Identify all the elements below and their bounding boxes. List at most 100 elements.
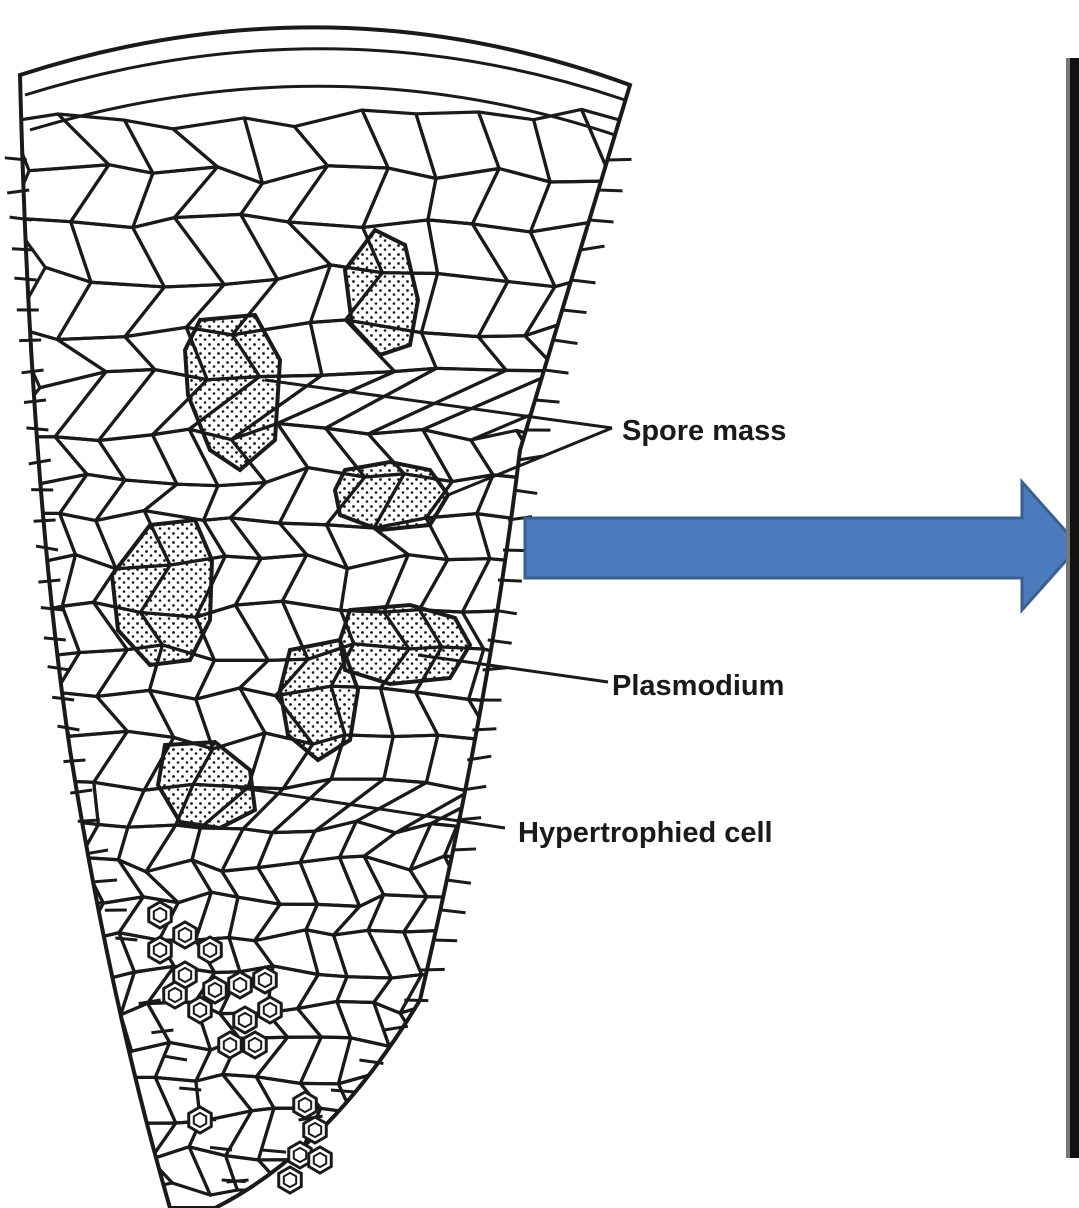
xylem-lumen (259, 973, 271, 987)
root-hair (513, 490, 537, 493)
root-hair (222, 1180, 246, 1182)
parenchyma-cell (553, 1047, 597, 1084)
parenchyma-cell (570, 473, 630, 521)
parenchyma-cell (508, 975, 572, 1014)
hypertrophied-cell-label: Hypertrophied cell (518, 817, 773, 849)
parenchyma-cell (485, 1148, 526, 1195)
parenchyma-cell (373, 1074, 417, 1120)
root-hair (472, 729, 496, 730)
xylem-lumen (154, 943, 166, 957)
root-hair (34, 520, 56, 521)
parenchyma-cell (582, 1117, 643, 1150)
parenchyma-cell (473, 1005, 537, 1048)
parenchyma-cell (399, 1113, 457, 1158)
parenchyma-cell (470, 859, 529, 907)
parenchyma-cell (7, 863, 56, 901)
xylem-lumen (264, 1003, 276, 1017)
parenchyma-cell (582, 858, 646, 908)
parenchyma-cell (589, 897, 645, 931)
parenchyma-cell (445, 1116, 497, 1156)
parenchyma-cell (553, 1081, 599, 1117)
root-section-outline (20, 27, 630, 1208)
parenchyma-cell (6, 1111, 63, 1148)
xylem-lumen (309, 1123, 321, 1137)
root-hair (498, 580, 522, 581)
parenchyma-cell (472, 896, 529, 936)
parenchyma-cell (12, 1039, 62, 1088)
right-panel-edge (1066, 58, 1079, 1158)
root-hair (590, 220, 614, 222)
parenchyma-cell (473, 976, 530, 1010)
root-hair (44, 638, 66, 640)
parenchyma-cell (510, 930, 571, 978)
plasmodium-cell (340, 605, 470, 684)
parenchyma-cell (49, 1084, 100, 1114)
parenchyma-cell (510, 892, 575, 936)
parenchyma-cell (42, 1001, 101, 1040)
parenchyma-cell (472, 931, 530, 978)
root-hair (14, 278, 36, 280)
spore-mass-label: Spore mass (622, 415, 786, 447)
root-hair (421, 969, 445, 970)
xylem-lumen (179, 968, 191, 982)
xylem-lumen (154, 908, 166, 922)
parenchyma-cell (542, 856, 601, 897)
parenchyma-cell (438, 896, 494, 931)
parenchyma-cell (559, 605, 632, 655)
parenchyma-cell (580, 1078, 643, 1116)
parenchyma-cell (549, 1008, 598, 1048)
parenchyma-cell (547, 892, 601, 931)
parenchyma-cell (617, 1149, 658, 1183)
parenchyma-cell (412, 1039, 455, 1080)
parenchyma-cell (526, 686, 577, 749)
root-hair (563, 310, 587, 313)
root-hair (536, 400, 560, 402)
parenchyma-cell (469, 741, 539, 792)
parenchyma-cell (615, 701, 661, 733)
root-hair (63, 760, 85, 762)
parenchyma-cell (609, 606, 646, 643)
parenchyma-cell (485, 1109, 529, 1150)
parenchyma-cell (373, 1155, 427, 1188)
parenchyma-cell (49, 1036, 102, 1087)
parenchyma-cell (43, 939, 105, 979)
parenchyma-cell (582, 1149, 640, 1192)
root-hair (572, 280, 596, 283)
parenchyma-cell (84, 1115, 136, 1148)
parenchyma-cell (412, 1079, 457, 1118)
parenchyma-cell (3, 781, 68, 828)
parenchyma-cell (544, 1150, 603, 1194)
root-hair (554, 340, 578, 343)
parenchyma-cell (554, 432, 630, 486)
right-arrow-icon (525, 482, 1079, 610)
parenchyma-cell (7, 821, 68, 866)
parenchyma-cell (629, 1078, 663, 1116)
parenchyma-cell (43, 901, 103, 941)
xylem-lumen (234, 978, 246, 992)
xylem-lumen (294, 1148, 306, 1162)
parenchyma-cell (44, 1111, 100, 1148)
parenchyma-cell (84, 1146, 136, 1190)
parenchyma-cell (18, 1001, 63, 1040)
root-hair (26, 428, 48, 430)
parenchyma-cell (438, 931, 503, 976)
parenchyma-cell (520, 1047, 573, 1080)
parenchyma-cell (399, 1156, 467, 1195)
parenchyma-cell (580, 1048, 637, 1085)
parenchyma-cell (77, 1036, 132, 1084)
parenchyma-cell (3, 736, 69, 780)
parenchyma-cell (549, 964, 612, 1015)
xylem-lumen (209, 983, 221, 997)
parenchyma-cell (544, 1116, 600, 1158)
root-hair (442, 910, 466, 913)
parenchyma-cell (587, 964, 634, 1008)
parenchyma-cell (447, 1039, 496, 1079)
parenchyma-cell (42, 974, 105, 1005)
parenchyma-cell (447, 1075, 497, 1118)
parenchyma-cell (581, 317, 637, 378)
xylem-lumen (249, 1038, 261, 1052)
parenchyma-cell (479, 1075, 528, 1116)
root-hair (447, 880, 471, 883)
parenchyma-cell (12, 1087, 63, 1112)
